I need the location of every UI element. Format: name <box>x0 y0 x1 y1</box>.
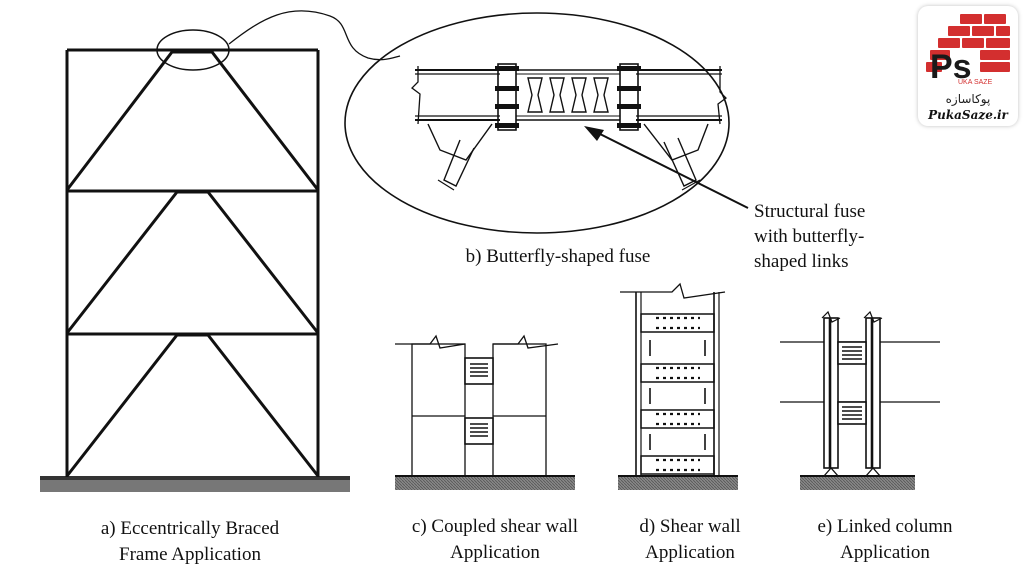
callout-line3: shaped links <box>754 251 849 272</box>
butterfly-links <box>527 77 609 113</box>
brace-story2 <box>65 190 320 334</box>
logo-mark-text: Ps <box>930 48 972 86</box>
brace-story3 <box>65 50 320 191</box>
link-highlight-ellipse <box>156 29 230 71</box>
pukasaze-logo: Ps UKA SAZE پوکاسازه PukaSaze.ir <box>918 6 1018 126</box>
coupled-shear-wall <box>395 334 575 490</box>
callout-line1: Structural fuse <box>754 201 866 222</box>
caption-d-line2: Application <box>645 542 735 563</box>
caption-c-line2: Application <box>450 542 540 563</box>
caption-e-line2: Application <box>840 542 930 563</box>
linked-column <box>780 310 940 490</box>
butterfly-fuse-detail <box>344 12 749 234</box>
end-plate-left <box>497 63 517 131</box>
shear-wall <box>618 282 738 490</box>
eccentrically-braced-frame <box>40 10 401 492</box>
callout-arrow <box>591 129 749 209</box>
caption-a-line2: Frame Application <box>119 544 261 565</box>
caption-d-line1: d) Shear wall <box>639 516 741 537</box>
logo-persian-text: پوکاسازه <box>945 92 991 106</box>
link-fuse-upper <box>837 341 867 365</box>
detail-ellipse <box>344 12 730 234</box>
ground-base <box>395 476 575 490</box>
caption-c-line1: c) Coupled shear wall <box>411 516 579 537</box>
end-plate-right <box>619 63 639 131</box>
logo-site-text: PukaSaze.ir <box>928 108 1008 122</box>
detail-connector-curve <box>228 10 401 61</box>
coupling-fuse-lower <box>464 417 494 445</box>
coupling-fuse-upper <box>464 357 494 385</box>
ground-base <box>618 476 738 490</box>
caption-a-line1: a) Eccentrically Braced <box>100 518 280 539</box>
logo-tagline: UKA SAZE <box>958 79 993 86</box>
link-fuse-lower <box>837 401 867 425</box>
ground-base <box>800 476 915 490</box>
brace-story1 <box>65 333 320 477</box>
caption-e-line1: e) Linked column <box>817 516 953 537</box>
brick-logo-mark: Ps UKA SAZE <box>926 14 1010 86</box>
shear-wall-fuses <box>640 313 715 475</box>
caption-b: b) Butterfly-shaped fuse <box>465 246 651 267</box>
callout-line2: with butterfly- <box>754 226 865 247</box>
